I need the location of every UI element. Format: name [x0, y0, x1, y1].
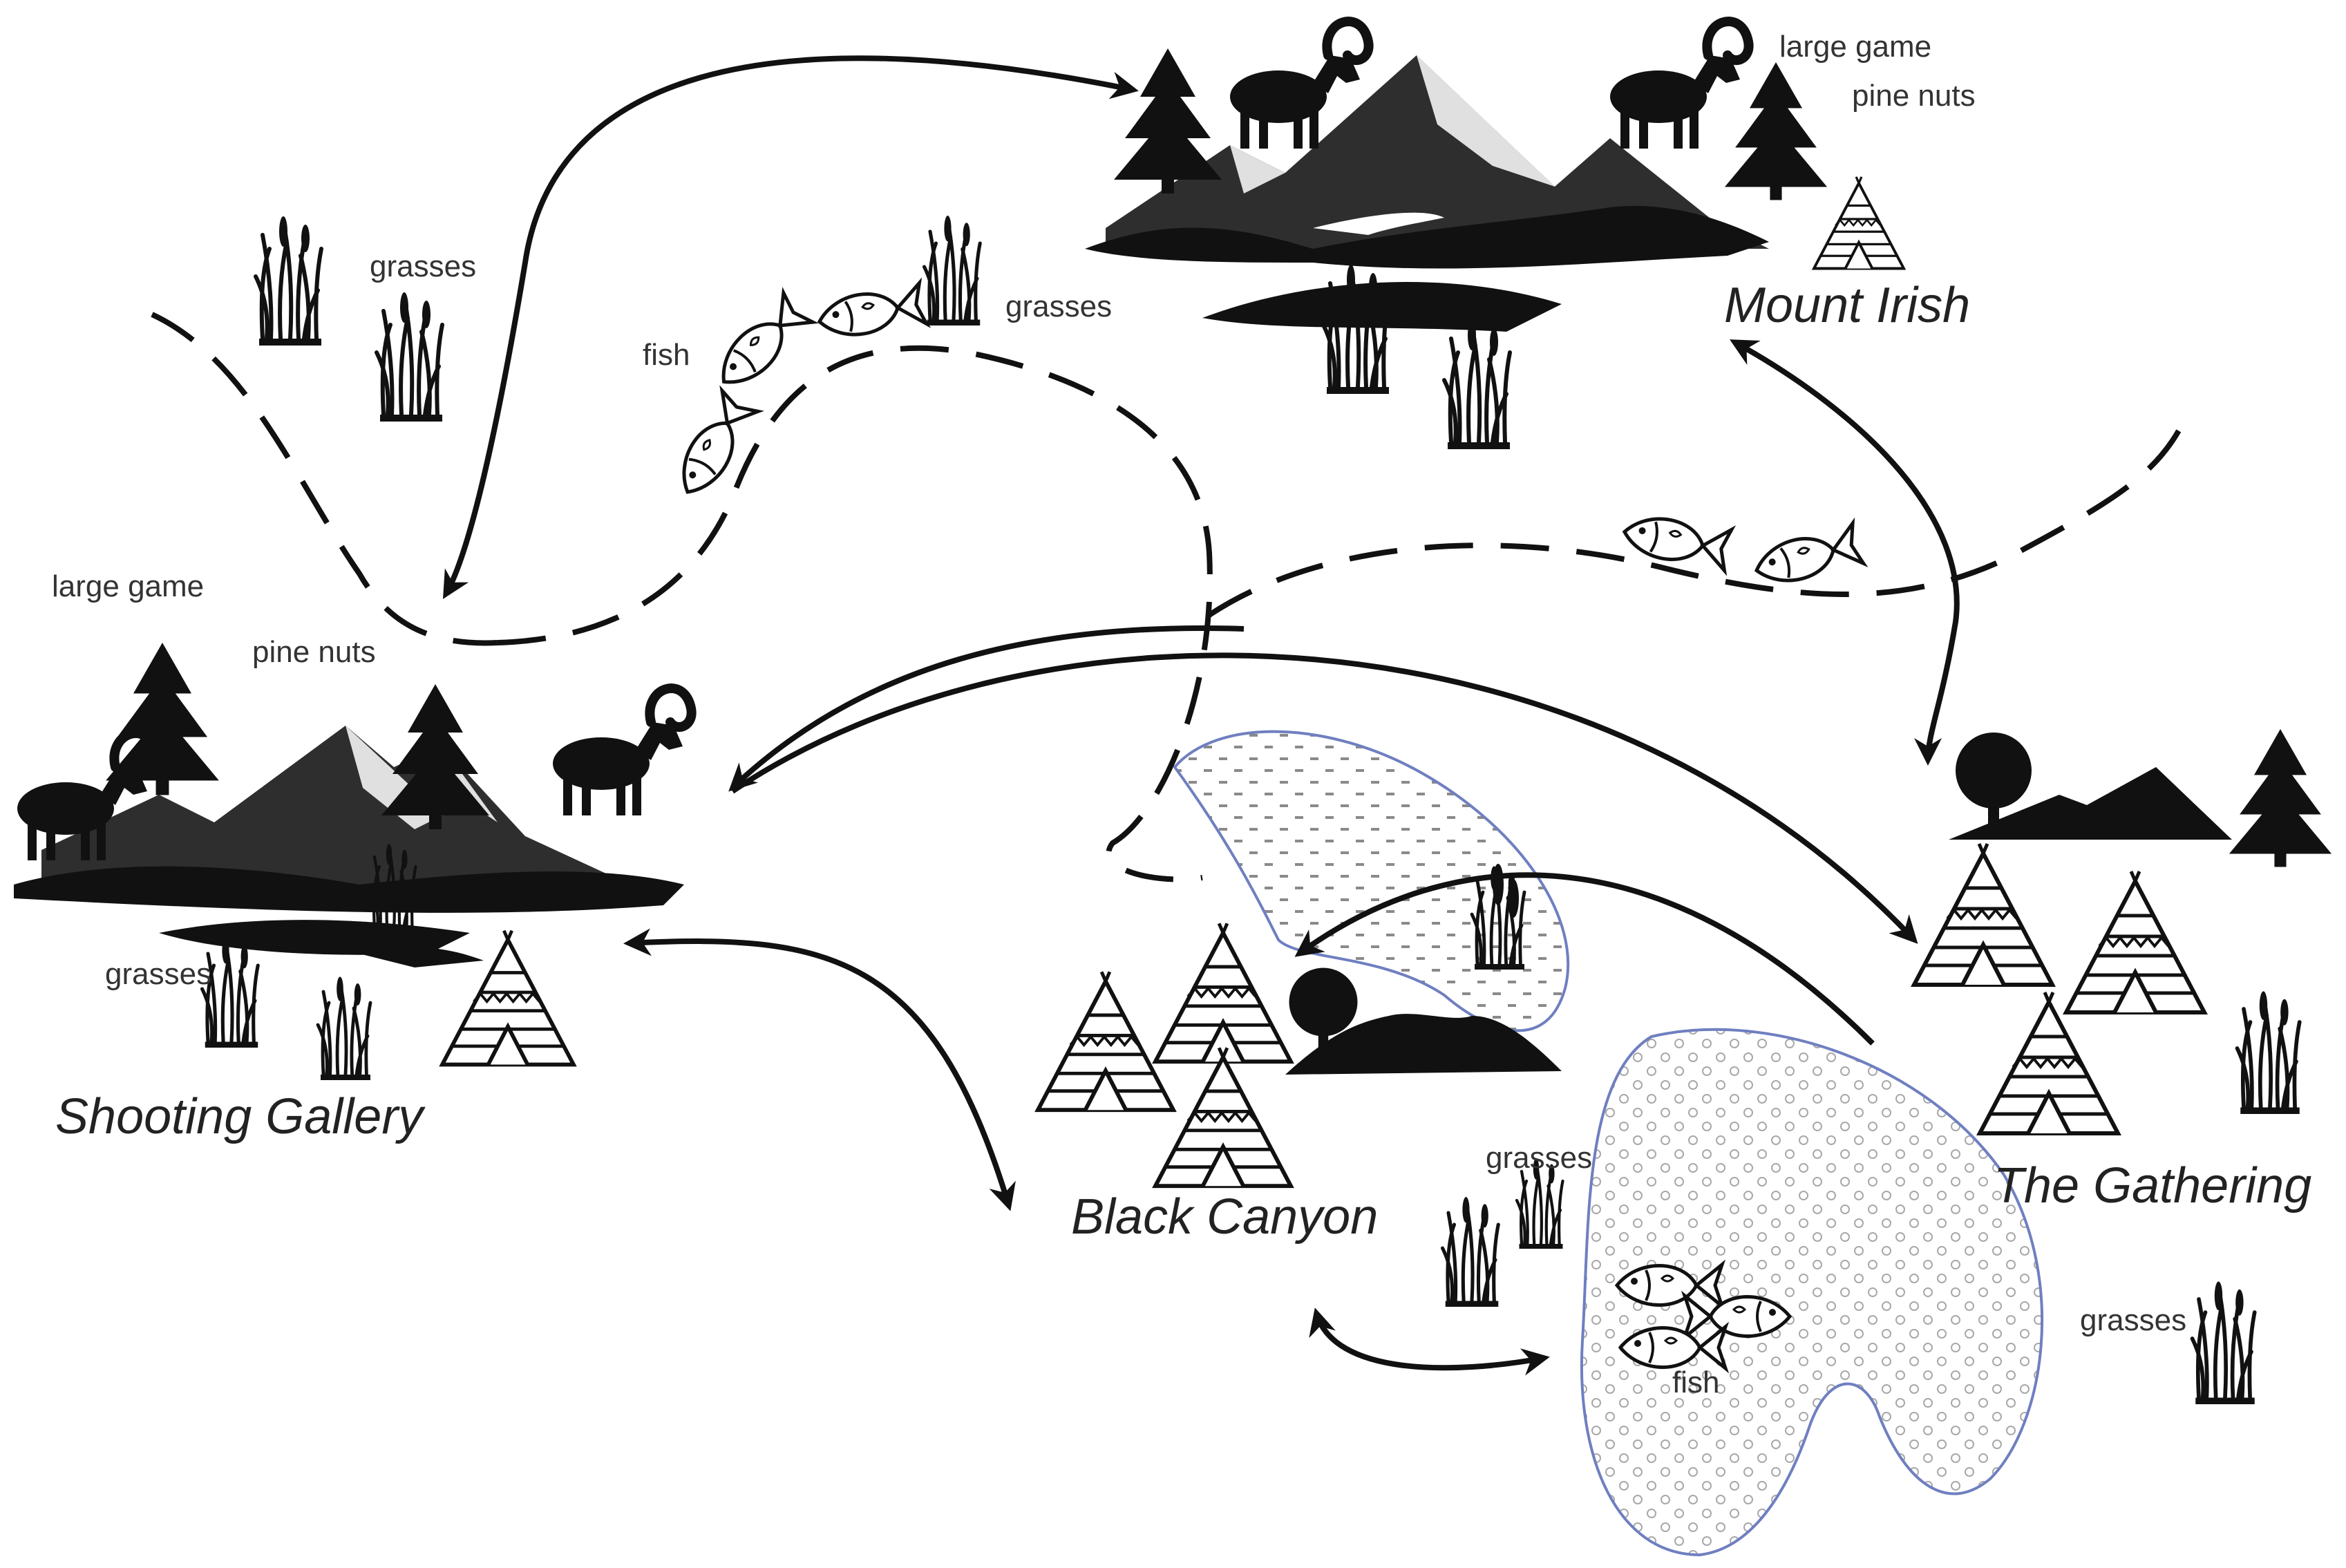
lake-resources: fish [1617, 1265, 1790, 1399]
black-canyon-place-label: Black Canyon [1071, 1189, 1378, 1245]
grass-tuft-icon [256, 216, 321, 346]
pine-tree-icon [381, 684, 489, 829]
marsh-lake [1173, 730, 1570, 1032]
tipi-icon [1155, 1048, 1291, 1186]
lake-fish-label: fish [1672, 1366, 1719, 1399]
arrow-mount-irish-gathering [1729, 339, 1960, 766]
arrow-arc-to-shooting-gallery [728, 625, 1245, 792]
tipi-icon [1038, 972, 1173, 1110]
arrow-shooting-gallery-black-canyon [623, 928, 1016, 1211]
the-gathering-grasses-label: grasses [2080, 1303, 2186, 1337]
tipi-icon [2066, 871, 2204, 1012]
pine-tree-icon [2229, 729, 2332, 867]
tipi-icon [442, 931, 574, 1065]
mount-irish-pine-nuts-label: pine nuts [1852, 79, 1976, 113]
mount-irish-place-label: Mount Irish [1724, 278, 1970, 333]
fish-icon [816, 283, 927, 341]
shooting-gallery-pine-nuts-label: pine nuts [252, 635, 376, 669]
the-gathering-place-label: The Gathering [1994, 1158, 2311, 1213]
grass-tuft-icon [1443, 1197, 1499, 1307]
black-canyon-grasses-label: grasses [1486, 1141, 1592, 1175]
arrow-gathering-shooting-gallery [730, 652, 1918, 944]
pine-tree-icon [1724, 62, 1828, 200]
shooting-gallery-scene: large game pine nuts grasses Shooting Ga… [14, 569, 692, 1144]
tipi-icon [1813, 175, 1905, 270]
tipi-icon [1914, 844, 2052, 985]
arrow-black-canyon-lake [1309, 1307, 1550, 1376]
grass-tuft-icon [318, 976, 370, 1080]
arrow-gathering-black-canyon [1294, 872, 1875, 1046]
mountain-range-icon [1106, 55, 1769, 249]
river-fish-label: fish [643, 338, 690, 372]
pine-tree-icon [1114, 48, 1222, 193]
grass-tuft-icon [925, 216, 981, 325]
fish-icon [670, 390, 758, 502]
grass-tuft-icon [2193, 1281, 2255, 1404]
mountain-range-icon [1949, 767, 2232, 840]
bighorn-sheep-icon [553, 688, 692, 815]
grass-tuft-icon [2238, 991, 2300, 1114]
movement-arrows [442, 55, 1960, 1376]
shooting-gallery-place-label: Shooting Gallery [55, 1089, 426, 1144]
bighorn-sheep-icon [1610, 21, 1749, 149]
fish-icon [1751, 523, 1863, 590]
tipi-icon [1155, 923, 1291, 1061]
the-gathering-scene: grasses The Gathering [1914, 729, 2332, 1404]
lake-icon [1580, 1028, 2044, 1557]
mountain-range-icon [41, 726, 670, 891]
mount-irish-large-game-label: large game [1779, 30, 1931, 64]
grass-tuft-icon [202, 938, 258, 1048]
river-grasses-label: grasses [1005, 290, 1112, 323]
grass-tuft-icon [377, 292, 442, 422]
arrow-mount-irish-shooting-gallery [442, 55, 1139, 599]
river-resources: grasses grasses fish [256, 216, 1864, 590]
mount-irish-scene: large game pine nuts Mount Irish [1085, 21, 1976, 449]
shooting-gallery-large-game-label: large game [52, 569, 204, 603]
fish-icon [1621, 511, 1732, 570]
shooting-gallery-grasses-label: grasses [105, 957, 211, 991]
fish-icon [709, 293, 813, 397]
grass-tuft-icon [1444, 320, 1510, 449]
northwest-grasses-label: grasses [370, 249, 476, 283]
